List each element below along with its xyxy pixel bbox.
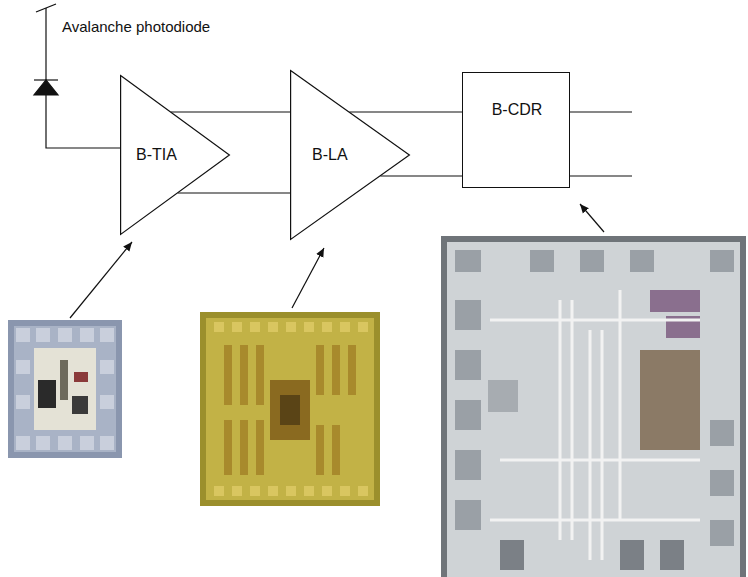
leader-arrow [70, 204, 604, 318]
signal-wire [380, 175, 462, 176]
amplifier-triangle: B-TIA [120, 75, 230, 235]
signal-wire [171, 111, 290, 112]
tia-chip-photo [8, 320, 122, 458]
la-chip-photo [200, 312, 380, 506]
amplifier-triangle: B-LA [290, 70, 410, 240]
block-label: B-CDR [492, 101, 543, 119]
signal-wire [349, 111, 462, 112]
cdr-chip-photo [441, 236, 746, 577]
process-box: B-CDR [462, 72, 570, 188]
triangle-outline [290, 70, 410, 240]
signal-wire [178, 192, 290, 193]
block-label: B-TIA [136, 146, 177, 164]
component-label: Avalanche photodiode [62, 18, 210, 35]
block-label: B-LA [312, 146, 348, 164]
output-wire [570, 112, 632, 176]
